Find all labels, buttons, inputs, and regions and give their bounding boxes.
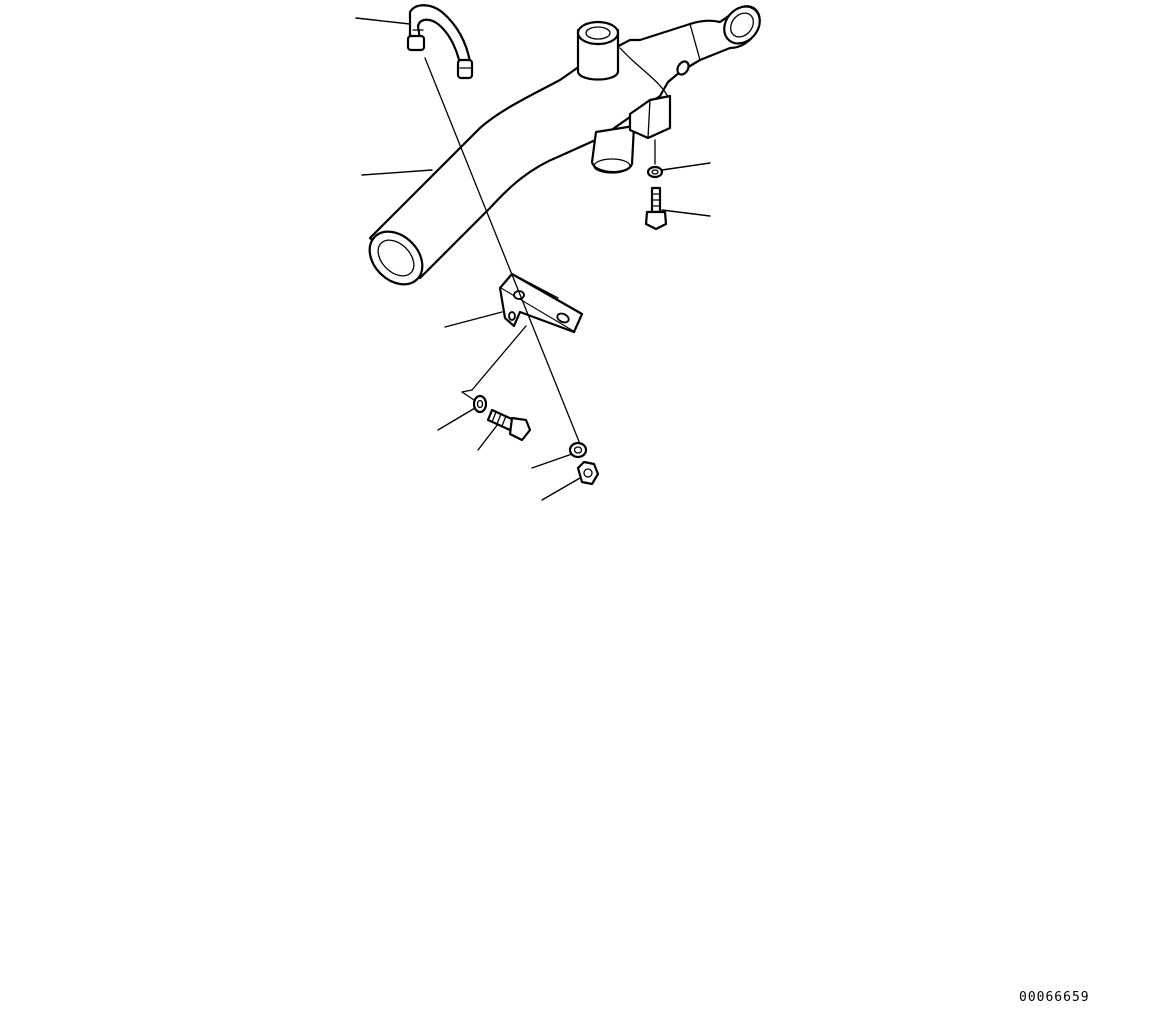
bent-hose <box>406 4 474 80</box>
washer-left <box>472 394 488 414</box>
water-pipe <box>368 5 761 286</box>
bolt-left <box>486 408 532 442</box>
nut-bottom <box>576 460 600 486</box>
assembly-lines <box>424 57 656 445</box>
leader-lines <box>355 17 711 501</box>
bracket <box>498 272 584 334</box>
washer-right <box>646 165 664 179</box>
drawing-id-number: 00066659 <box>1019 990 1090 1005</box>
washer-bottom <box>568 441 588 459</box>
pipe-mount-block <box>628 60 690 140</box>
pipe-stub-bottom <box>590 124 636 174</box>
pipe-stub-top <box>576 20 620 81</box>
bolt-right <box>644 186 668 231</box>
